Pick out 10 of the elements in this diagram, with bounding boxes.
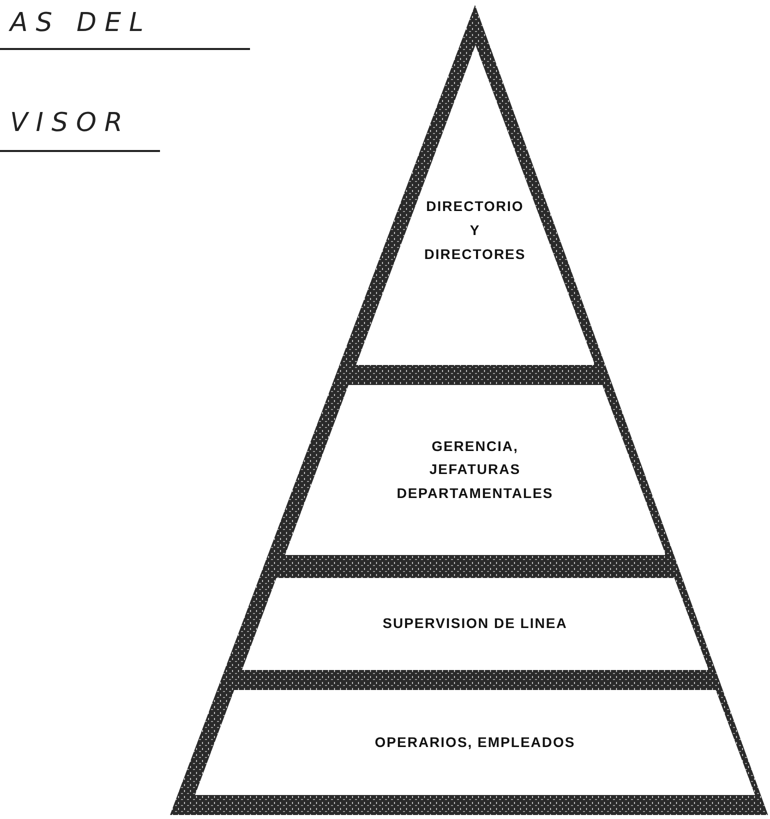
handwritten-note: AS DEL [10, 8, 152, 38]
pyramid-tier [242, 578, 708, 670]
pyramid-tier [284, 385, 666, 555]
tier-label: GERENCIA, JEFATURAS DEPARTAMENTALES [396, 436, 554, 504]
handwritten-note: VISOR [10, 108, 130, 138]
tier-label: DIRECTORIO Y DIRECTORES [423, 197, 527, 264]
tier-label: SUPERVISION DE LINEA [382, 614, 568, 633]
tier-label: OPERARIOS, EMPLEADOS [374, 732, 576, 752]
pyramid-tier [195, 690, 755, 795]
pyramid-tier [356, 45, 594, 365]
